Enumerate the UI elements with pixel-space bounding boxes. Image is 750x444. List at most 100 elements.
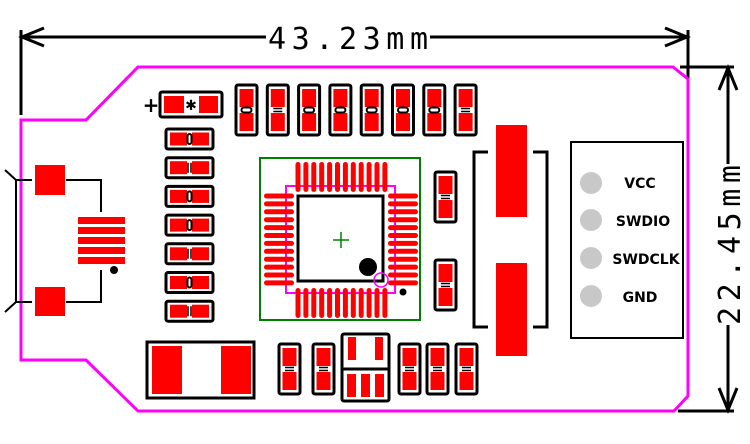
left-column-resistor [164,184,215,208]
ic-pin-left [264,225,294,231]
part-pad-2 [316,372,331,390]
width-dimension: 43.23mm [18,22,691,115]
resistor-mark-icon [186,219,193,232]
part-pad-2 [430,372,445,390]
resistor-mark-icon [186,190,193,203]
ic-pin-right [388,240,418,246]
resistor-mark-icon [334,106,347,114]
ic-pin-left [264,193,294,199]
part-pad-1 [430,348,445,366]
capacitor-mark-icon [405,366,414,372]
header-pin-pad [580,247,602,269]
part-pad-2 [192,218,209,232]
height-arrow-up-icon [717,64,739,91]
ic-pin-bottom [295,288,301,318]
part-pad-1 [170,218,187,232]
ic-assembly-outline [285,185,396,294]
header-pin-label: GND [623,290,658,306]
polarized-pad-2 [199,96,218,113]
usb-signal-pad [78,237,125,244]
ic-pin1-marker [359,258,377,276]
ic-pin-top [382,162,388,192]
bottom-row-components [277,342,479,396]
capacitor-mark-icon [462,366,471,372]
part-pad-1 [438,176,453,194]
ic-pin-right [388,217,418,223]
capacitor-mark-icon [433,366,442,372]
resistor-mark-icon [428,106,441,114]
ic-pin-bottom [382,288,388,318]
top-row-capacitor [453,83,478,137]
usb-shield-tab-bottom [4,301,17,313]
usb-silk-bottom [66,270,102,303]
part-pad-2 [438,200,453,218]
top-row-resistor [391,83,415,137]
part-pad-2 [458,113,473,131]
capacitor-mark-icon [441,194,450,200]
bottom-row-capacitor [311,342,336,396]
ic-pin-top [350,162,356,192]
ic-center-crosshair-icon [333,232,349,248]
ic-pin-right [388,272,418,278]
top-row-resistor [234,83,259,137]
header-pin-swdclk: SWDCLK [580,247,681,269]
regulator-pad-tab-2 [375,337,383,360]
part-pad-1 [170,161,187,175]
polarized-pad-1 [164,96,184,113]
part-pad-1 [170,304,187,318]
ic-pin-bottom [327,288,333,318]
ic-pin1-dot [399,288,407,296]
qfp-ic [259,157,421,321]
regulator-pad-tab-1 [348,337,356,360]
resistor-mark-icon [397,106,409,114]
ic-pin-left [264,201,294,207]
capacitor-mark-icon [273,107,283,113]
header-pin-label: SWDCLK [612,252,680,268]
resistor-mark-icon [303,106,316,114]
part-pad-1 [170,132,187,146]
part-pad-1 [170,247,187,261]
ic-pin-right [388,193,418,199]
header-pin-label: VCC [624,176,655,192]
crystal-pad-bottom [496,263,527,356]
ic-pin-top [335,162,340,192]
part-pad-1 [270,89,285,107]
swd-header: VCC SWDIO SWDCLK GND [570,141,684,339]
polarity-plus-mark: + [143,93,160,117]
header-pin-vcc: VCC [580,172,656,194]
top-row-capacitor [265,83,290,137]
resistor-mark-icon [186,276,193,289]
ic-pin-bottom [366,288,372,318]
ic-pin-top [303,162,309,192]
capacitor-mark-icon [441,282,450,288]
part-pad-1 [170,276,187,289]
part-pad-1 [282,348,297,366]
ic-pin-left [264,280,294,286]
ic-pin-top [366,162,372,192]
resistor-mark-icon [186,133,193,145]
regulator-pad-1 [347,374,356,397]
ic-pin-bottom [319,288,325,318]
ic-pin-right [388,225,418,231]
part-pad-2 [427,113,442,131]
part-pad-2 [396,113,410,131]
large-two-pad-component [145,340,256,400]
left-column-capacitor [164,299,215,323]
left-column-resistor [164,271,215,294]
usb-signal-pad [78,257,125,264]
ic-pin-left [264,233,294,238]
usb-connector [4,165,125,316]
ic-pin-top [374,162,380,192]
part-pad-2 [192,304,209,318]
width-dimension-label: 43.23mm [268,22,428,57]
part-pad-2 [402,372,417,390]
header-pin-label: SWDIO [616,214,670,230]
ic-pin-right [388,256,418,262]
regulator-pad-2 [361,374,370,397]
header-pin-pad [580,285,602,307]
crystal [472,125,549,356]
ic-pin-right [388,248,418,254]
board-outline [19,65,690,413]
usb-pin1-dot [110,266,118,274]
left-column-resistor [164,213,215,237]
